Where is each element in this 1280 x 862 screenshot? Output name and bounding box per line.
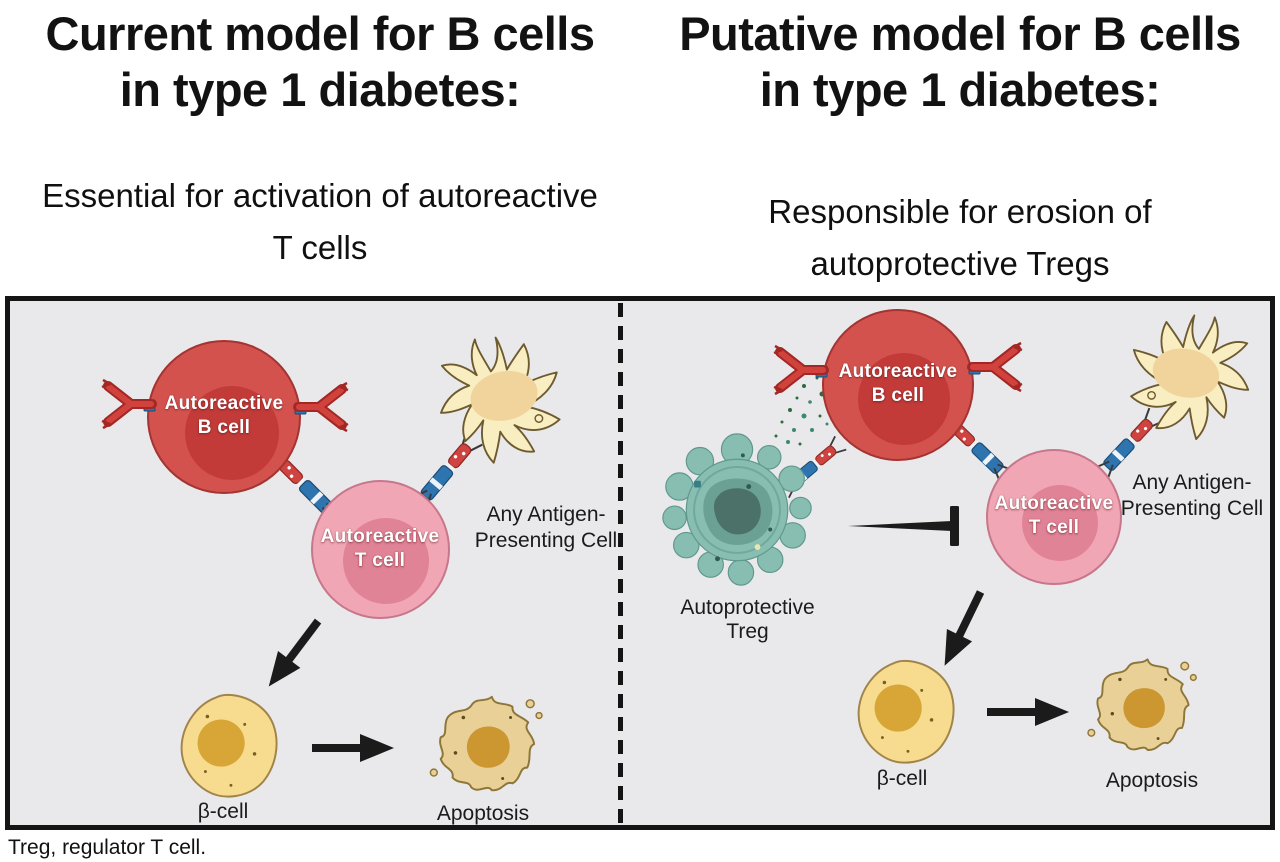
panel-divider-dashed-line bbox=[618, 303, 623, 824]
antibody-icon bbox=[967, 341, 1024, 393]
apc-cell-shape bbox=[425, 328, 585, 493]
right-title: Putative model for B cells in type 1 dia… bbox=[679, 7, 1241, 116]
treg-cell-shape bbox=[655, 428, 821, 590]
t-cell-shape bbox=[986, 449, 1122, 585]
apc-label: Any Antigen- Presenting Cell bbox=[1120, 471, 1264, 520]
receptor-connector-icon bbox=[1088, 404, 1168, 487]
b-cell-shape bbox=[822, 309, 974, 461]
t-cell-label: Autoreactive T cell bbox=[320, 526, 440, 571]
antibody-icon bbox=[293, 381, 350, 433]
beta-cell-label: β-cell bbox=[876, 767, 928, 790]
beta-cell-shape bbox=[170, 689, 288, 802]
apoptosis-cell-shape bbox=[1078, 650, 1200, 766]
beta-cell-label: β-cell bbox=[197, 800, 249, 823]
t-cell-nucleus bbox=[1022, 485, 1098, 561]
treg-label: Autoprotective Treg bbox=[680, 596, 815, 643]
arrow-icon bbox=[928, 580, 997, 677]
t-cell-shape bbox=[311, 480, 450, 619]
right-subtitle: Responsible for erosion of autoprotectiv… bbox=[768, 193, 1152, 282]
arrow-icon bbox=[306, 732, 398, 764]
apoptosis-cell-shape bbox=[420, 688, 546, 806]
b-cell-nucleus bbox=[858, 353, 950, 445]
apoptosis-label: Apoptosis bbox=[436, 802, 530, 825]
arrow-icon bbox=[254, 607, 335, 700]
b-cell-label: Autoreactive B cell bbox=[838, 361, 958, 406]
left-subtitle: Essential for activation of autoreactive… bbox=[42, 177, 598, 266]
b-cell-nucleus bbox=[185, 386, 279, 480]
b-cell-label: Autoreactive B cell bbox=[164, 393, 284, 438]
footnote: Treg, regulator T cell. bbox=[8, 836, 207, 859]
apc-label: Any Antigen- Presenting Cell bbox=[474, 503, 618, 552]
beta-cell-shape bbox=[846, 655, 966, 768]
antibody-icon bbox=[100, 378, 157, 430]
arrow-icon bbox=[981, 696, 1073, 728]
left-title: Current model for B cells in type 1 diab… bbox=[45, 7, 596, 116]
apoptosis-label: Apoptosis bbox=[1105, 769, 1199, 792]
t-cell-nucleus bbox=[343, 518, 429, 604]
t-cell-label: Autoreactive T cell bbox=[994, 493, 1114, 538]
antibody-icon bbox=[772, 344, 829, 396]
b-cell-shape bbox=[147, 340, 301, 494]
inhibition-icon bbox=[848, 503, 970, 549]
apc-cell-shape bbox=[1106, 306, 1264, 469]
